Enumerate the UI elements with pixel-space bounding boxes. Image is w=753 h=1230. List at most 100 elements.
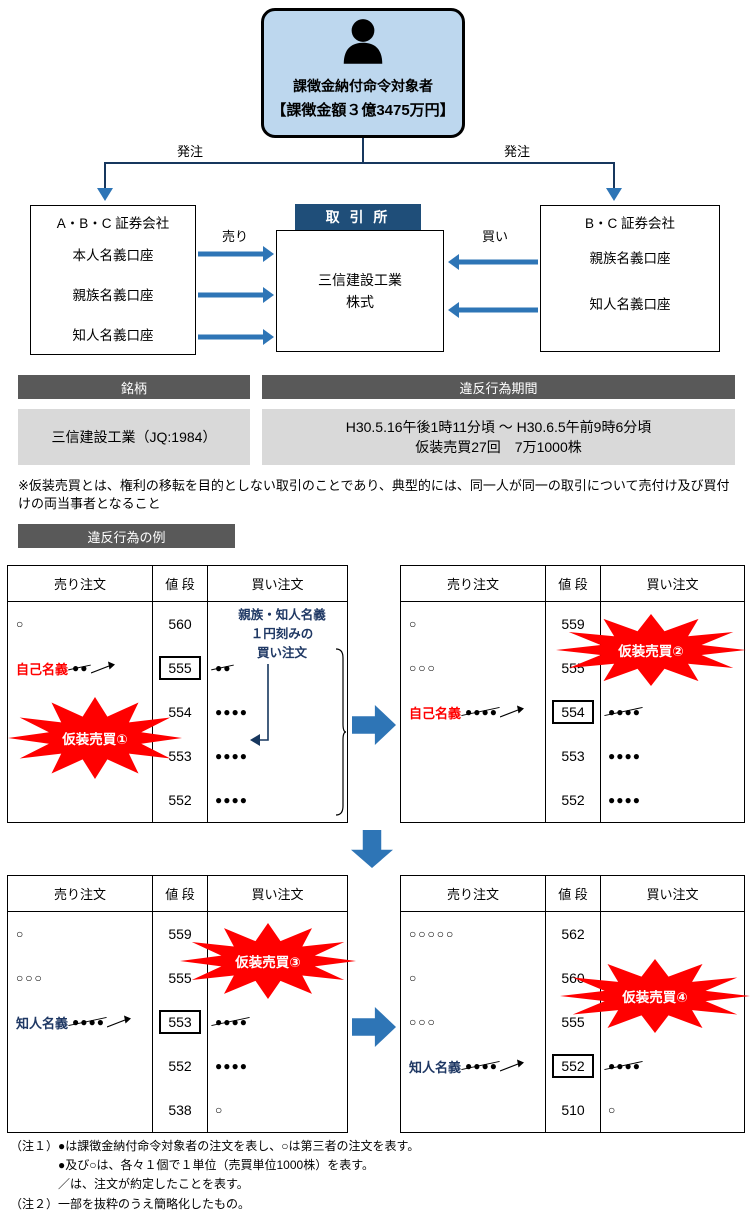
annotation-elbow-arrow: [250, 664, 269, 746]
price-cell: 559: [153, 912, 208, 956]
buy-label: 買い: [482, 229, 509, 244]
price-cell: 559: [546, 602, 601, 646]
buy-orders-cell: ○: [208, 1088, 347, 1132]
account-relative-name: 親族名義口座: [72, 288, 154, 303]
subject-buy-orders: ●●: [215, 661, 232, 675]
sell-orders-cell: [8, 778, 153, 822]
buy-orders: ●●●●: [215, 705, 248, 719]
sell-orders-cell: ○○○○○: [401, 912, 546, 956]
buy-orders-cell: ●●●●: [601, 778, 744, 822]
order-label-left: 発注: [176, 144, 203, 159]
buy-orders-header: 買い注文: [208, 876, 347, 912]
price-cell: 553: [546, 734, 601, 778]
sell-orders-cell: [8, 1088, 153, 1132]
subject-sell-orders: ●●: [72, 661, 89, 675]
price-cell: 538: [153, 1088, 208, 1132]
person-icon: [342, 18, 384, 69]
sell-orders-cell: ○: [8, 912, 153, 956]
price-header: 値 段: [153, 566, 208, 602]
note-2-line: （注２）一部を抜粋のうえ簡略化したもの。: [10, 1196, 251, 1211]
note-1-line-1: （注１）●は課徴金納付命令対象者の注文を表し、○は第三者の注文を表す。: [10, 1139, 420, 1153]
subject-sell-orders: ●●●●: [465, 1059, 499, 1073]
sell-orders-cell: [401, 1088, 546, 1132]
grouping-brace: [335, 648, 347, 816]
third-party-orders: ○: [16, 617, 26, 631]
stock-name: 三信建設工業: [318, 271, 402, 288]
third-party-orders: ○: [215, 1103, 225, 1117]
execution-arrow-icon: [90, 661, 115, 674]
price-header: 値 段: [153, 876, 208, 912]
price-cell: 552: [546, 778, 601, 822]
left-broker-title: A・B・C 証券会社: [56, 216, 170, 231]
account-acquaintance-name: 知人名義口座: [72, 328, 154, 343]
period-header-bar: 違反行為期間: [262, 375, 735, 399]
execution-arrow-icon: [500, 705, 525, 718]
order-table-1: 売り注文 値 段 買い注文 ○ 560 自己名義 ●● 555 ●● 554 ●…: [7, 565, 348, 823]
subject-title: 課徴金納付命令対象者: [293, 78, 433, 94]
price-cell: 510: [546, 1088, 601, 1132]
footnotes: （注１）●は課徴金納付命令対象者の注文を表し、○は第三者の注文を表す。 ●及び○…: [10, 1137, 745, 1214]
sell-orders-cell: [8, 690, 153, 734]
third-party-orders: ○: [608, 1103, 618, 1117]
arrow-down-icon: [606, 188, 622, 201]
sell-orders-cell: 自己名義 ●●: [8, 646, 153, 690]
period-volume: 仮装売買27回 7万1000株: [415, 439, 582, 455]
price-header: 値 段: [546, 876, 601, 912]
subject-buy-orders: ●●●●: [215, 1015, 248, 1029]
self-name-label: 自己名義: [16, 661, 69, 677]
sell-orders-cell: ○: [8, 602, 153, 646]
issue-header-bar: 銘柄: [18, 375, 250, 399]
arrow-down-icon: [97, 188, 113, 201]
period-range: H30.5.16午後1時11分頃 ～ H30.6.5午前9時6分頃: [345, 418, 652, 435]
buy-orders-cell: ○: [601, 1088, 744, 1132]
connector-stem: [362, 138, 364, 163]
price-cell: 553: [153, 734, 208, 778]
third-party-orders: ○○○: [16, 971, 44, 985]
matched-price-box: 554: [552, 700, 594, 724]
sell-flow-arrow-icon: [198, 245, 274, 263]
price-cell: 554: [546, 690, 601, 734]
exchange-header: 取 引 所: [295, 204, 421, 230]
buy-orders-header: 買い注文: [208, 566, 347, 602]
stock-suffix: 株式: [346, 294, 374, 310]
period-value-cell: H30.5.16午後1時11分頃 ～ H30.6.5午前9時6分頃 仮装売買27…: [262, 409, 735, 465]
right-broker-box: B・C 証券会社 親族名義口座 知人名義口座: [540, 205, 720, 352]
buy-orders-header: 買い注文: [601, 566, 744, 602]
sell-orders-cell: ○○○: [401, 1000, 546, 1044]
buy-orders-cell: ●●●●: [601, 734, 744, 778]
subject-sell-orders: ●●●●: [72, 1015, 106, 1029]
acquaintance-name-label: 知人名義: [16, 1015, 69, 1031]
price-cell: 562: [546, 912, 601, 956]
third-party-orders: ○○○: [409, 661, 437, 675]
buy-orders: ●●●●: [215, 1059, 248, 1073]
matched-price-box: 555: [159, 656, 201, 680]
relative-accounts-annotation: 親族・知人名義 １円刻みの 買い注文: [238, 608, 326, 660]
sell-orders-cell: [401, 734, 546, 778]
account-own-name: 本人名義口座: [72, 248, 154, 263]
next-step-arrow-icon: [352, 705, 396, 745]
buy-orders-cell: ●●●●: [208, 778, 347, 822]
acquaintance-name-label: 知人名義: [409, 1059, 462, 1075]
connector-left-drop: [104, 162, 106, 189]
sell-orders-cell: ○○○: [8, 956, 153, 1000]
sell-orders-header: 売り注文: [401, 566, 546, 602]
sell-orders-cell: [401, 778, 546, 822]
sell-orders-header: 売り注文: [8, 876, 153, 912]
price-header: 値 段: [546, 566, 601, 602]
third-party-orders: ○: [409, 617, 419, 631]
sell-orders-cell: [8, 1044, 153, 1088]
buy-orders-cell: ●●●●: [601, 690, 744, 734]
subject-penalty-amount: 【課徴金額３億3475万円】: [271, 102, 455, 119]
note-1-line-2: ●及び○は、各々１個で１単位（売買単位1000株）を表す。: [58, 1158, 374, 1173]
example-header-bar: 違反行為の例: [18, 524, 235, 548]
sell-orders-header: 売り注文: [8, 566, 153, 602]
wash-trade-definition: ※仮装売買とは、権利の移転を目的としない取引のことであり、典型的には、同一人が同…: [18, 478, 730, 511]
subject-buy-orders: ●●●●: [608, 705, 641, 719]
matched-price-box: 552: [552, 1054, 594, 1078]
third-party-orders: ○: [409, 971, 419, 985]
buy-orders-cell: [601, 912, 744, 956]
subject-buy-orders: ●●●●: [608, 1059, 641, 1073]
buy-orders-cell: ●●●●: [208, 1000, 347, 1044]
sell-orders-cell: ○: [401, 956, 546, 1000]
